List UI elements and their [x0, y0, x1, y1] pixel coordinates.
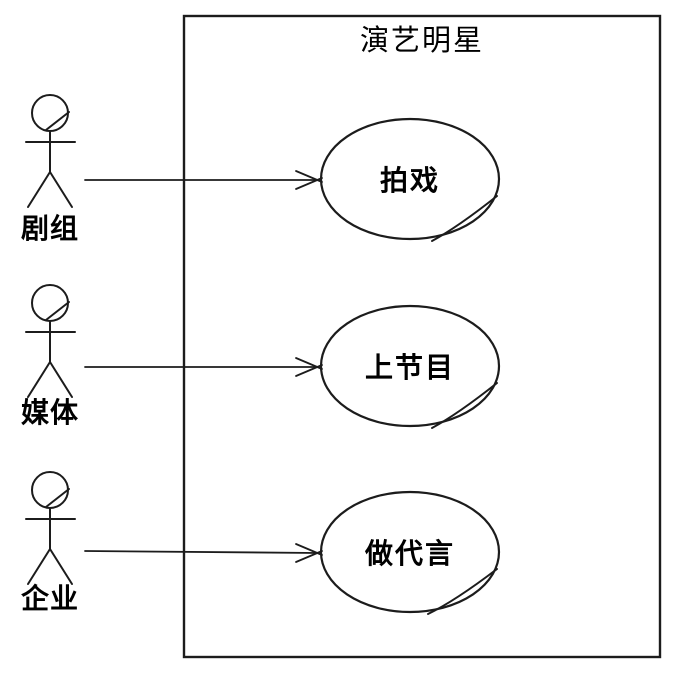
system-boundary-title: 演艺明星: [360, 24, 484, 57]
open-arrowhead-icon: [295, 177, 323, 190]
ellipse-fold-stroke: [431, 382, 498, 429]
use-case-label-acting: 拍戏: [380, 165, 440, 196]
use-case-label-show: 上节目: [365, 352, 455, 383]
actor-head-sketch-slash: [45, 301, 70, 321]
use-case-endorsement: 做代言: [319, 490, 501, 615]
actor-left-leg: [27, 171, 51, 208]
ellipse-fold-stroke: [427, 568, 498, 615]
use-case-show: 上节目: [319, 304, 501, 429]
association-film-crew-to-acting: [84, 170, 323, 190]
association-media-to-show: [84, 357, 323, 377]
use-case-ellipse: [319, 117, 501, 241]
use-case-ellipse: [319, 490, 501, 614]
use-case-ellipse: [319, 304, 501, 428]
system-boundary-box: [182, 14, 662, 659]
actor-head-sketch-slash: [45, 111, 70, 131]
actor-film-crew: 剧组: [21, 94, 79, 244]
actor-right-leg: [49, 361, 73, 398]
actor-enterprise: 企业: [21, 471, 79, 614]
association-enterprise-to-endorsement: [84, 543, 323, 563]
actor-right-leg: [49, 548, 73, 585]
association-line: [84, 550, 319, 554]
actor-label-film-crew: 剧组: [21, 213, 79, 244]
actor-media: 媒体: [21, 284, 79, 428]
actor-label-media: 媒体: [21, 397, 79, 428]
open-arrowhead-icon: [295, 364, 323, 377]
actor-left-leg: [27, 361, 51, 398]
use-case-label-endorsement: 做代言: [364, 538, 455, 569]
ellipse-fold-stroke: [431, 195, 498, 242]
actor-left-leg: [27, 548, 51, 585]
open-arrowhead-icon: [295, 550, 323, 563]
actor-right-leg: [49, 171, 73, 208]
actor-label-enterprise: 企业: [21, 582, 79, 614]
use-case-acting: 拍戏: [319, 117, 501, 242]
actor-head-sketch-slash: [45, 488, 70, 508]
